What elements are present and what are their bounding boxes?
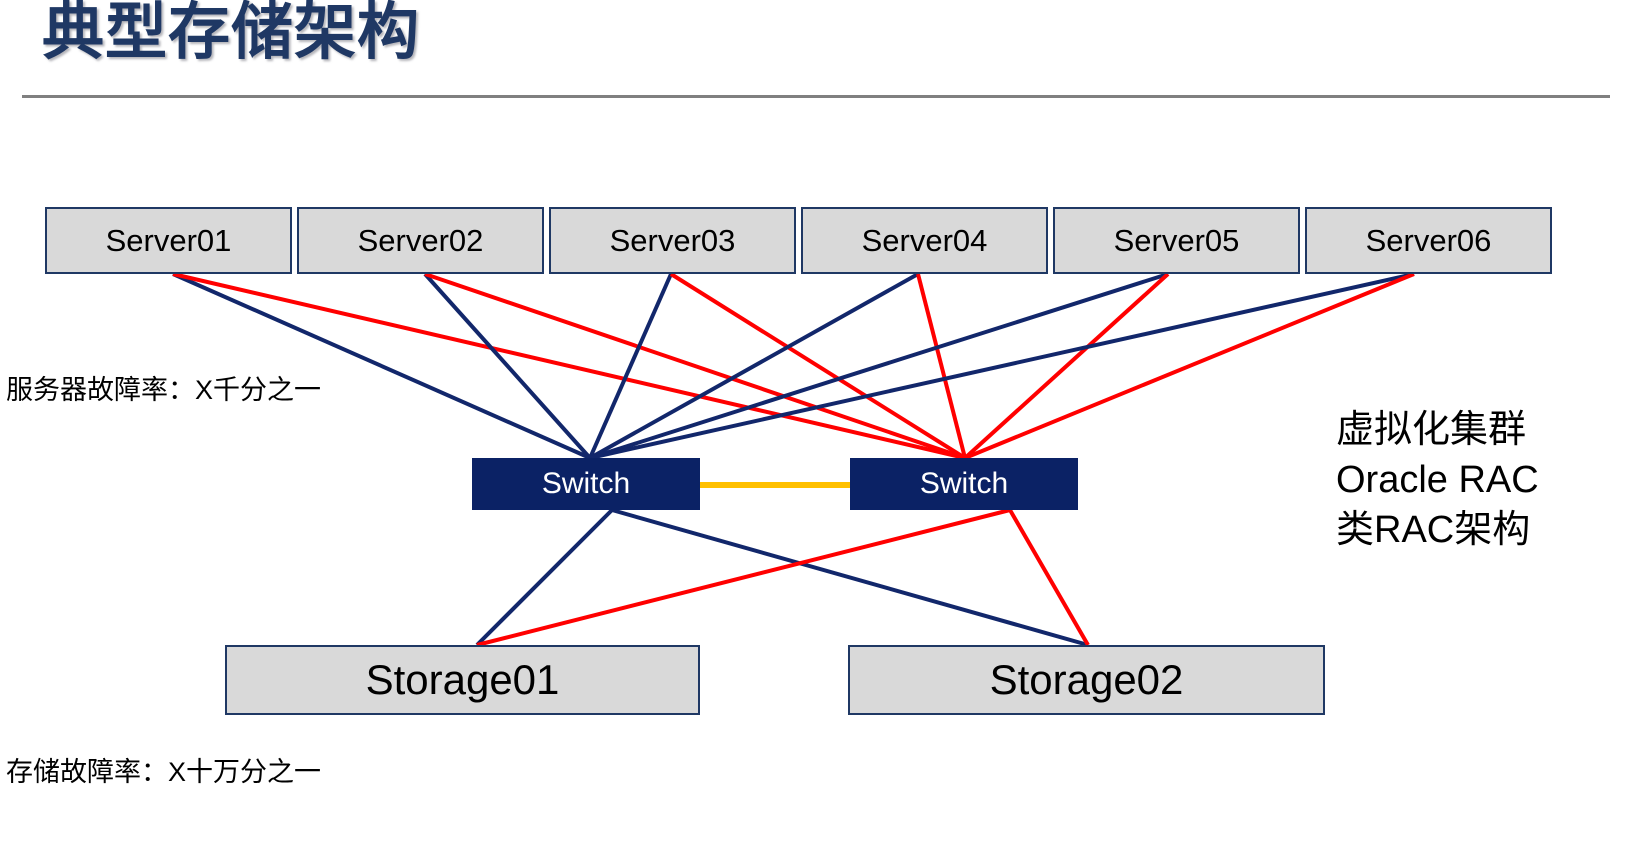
link-switch-right-to-storage02 [1008, 508, 1090, 647]
node-label: Storage01 [365, 656, 560, 703]
link-server04-to-switch-left [589, 272, 919, 460]
cluster-note-line-3: 类RAC架构 [1336, 509, 1531, 552]
node-server04[interactable]: Server04 [801, 207, 1048, 274]
node-server03[interactable]: Server03 [549, 207, 796, 274]
node-storage02[interactable]: Storage02 [848, 645, 1325, 715]
node-storage01[interactable]: Storage01 [225, 645, 700, 715]
node-label: Server03 [609, 222, 736, 258]
node-label: Switch [541, 467, 631, 500]
node-label: Server04 [861, 222, 988, 258]
node-label: Server05 [1113, 222, 1240, 258]
node-label: Switch [919, 467, 1009, 500]
node-switch-right[interactable]: Switch [850, 458, 1078, 510]
node-label: Server06 [1365, 222, 1492, 258]
cluster-note-line-1: 虚拟化集群 [1336, 409, 1527, 451]
node-label: Storage02 [989, 656, 1184, 703]
link-server01-to-switch-right [172, 272, 966, 460]
link-server05-to-switch-right [963, 272, 1170, 460]
link-server02-to-switch-left [423, 272, 592, 460]
connection-lines [172, 272, 1415, 647]
link-server01-to-switch-left [172, 272, 591, 460]
node-label: Server01 [105, 222, 232, 258]
title-divider [22, 95, 1610, 98]
page-title: 典型存储架构 [42, 0, 421, 67]
link-server04-to-switch-right [916, 273, 967, 459]
storage-failure-rate-label: 存储故障率：X十万分之一 [6, 757, 322, 787]
link-switch-right-to-storage01 [476, 508, 1011, 647]
link-server06-to-switch-left [589, 272, 1415, 460]
node-server01[interactable]: Server01 [45, 207, 292, 274]
cluster-note-line-2: Oracle RAC [1336, 459, 1539, 502]
node-server06[interactable]: Server06 [1305, 207, 1552, 274]
link-server06-to-switch-right [964, 272, 1415, 460]
node-switch-left[interactable]: Switch [472, 458, 700, 510]
node-label: Server02 [357, 222, 484, 258]
link-server03-to-switch-left [588, 273, 673, 459]
cluster-note: 虚拟化集群 Oracle RAC 类RAC架构 [1336, 405, 1539, 555]
link-server03-to-switch-right [669, 272, 967, 460]
link-server05-to-switch-left [589, 272, 1169, 460]
server-failure-rate-label: 服务器故障率：X千分之一 [6, 375, 322, 405]
link-switch-left-to-storage02 [611, 508, 1089, 647]
node-server05[interactable]: Server05 [1053, 207, 1300, 274]
link-switch-left-to-storage01 [475, 508, 614, 647]
link-server02-to-switch-right [424, 272, 966, 460]
node-server02[interactable]: Server02 [297, 207, 544, 274]
